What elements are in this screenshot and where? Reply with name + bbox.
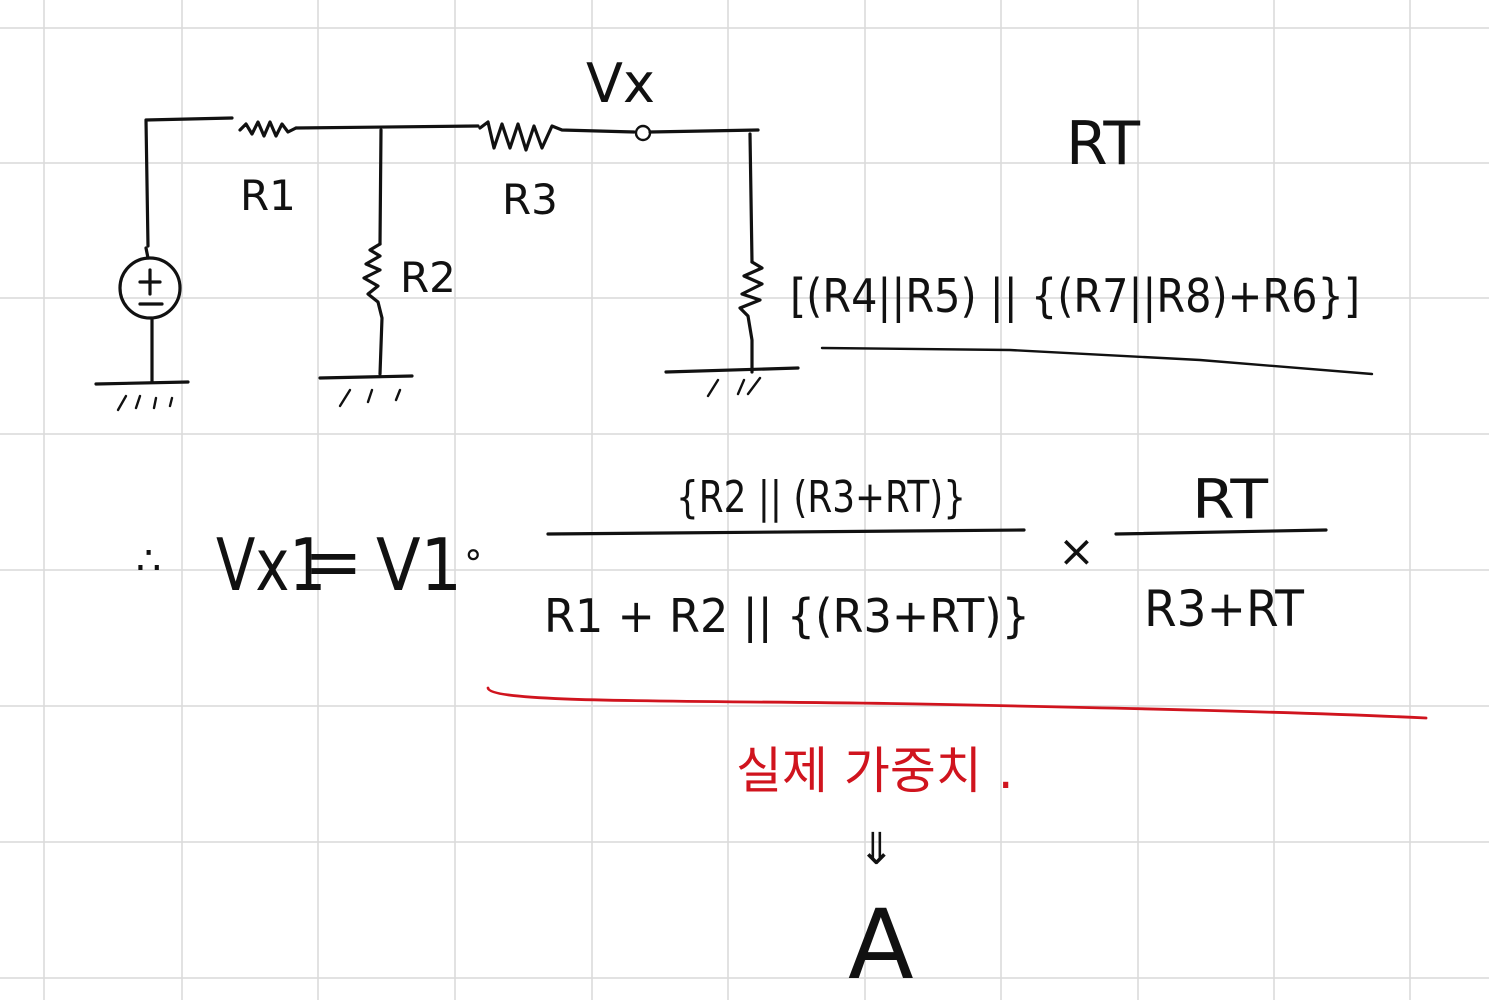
fraction2-numerator: RT xyxy=(1192,468,1269,531)
resistor-rt-symbol xyxy=(738,260,764,374)
voltage-source-symbol xyxy=(118,256,182,320)
node-vx-label: Vx xyxy=(586,52,655,115)
source-lead-top xyxy=(144,246,150,260)
equation-source-v1: V1 xyxy=(376,523,462,607)
fraction1-numerator: {R2 || (R3+RT)} xyxy=(676,472,966,523)
resistor-r3-symbol xyxy=(478,120,636,152)
resistor-r2-symbol xyxy=(362,242,384,376)
node-vx-terminal xyxy=(634,124,652,142)
resistor-r1-label: R1 xyxy=(240,171,296,220)
source-left-wire xyxy=(144,116,234,248)
equivalent-rt-expression: [(R4||R5) || {(R7||R8)+R6}] xyxy=(790,269,1360,324)
fraction2-bar xyxy=(1114,528,1328,536)
result-a: A xyxy=(848,889,914,1000)
resistor-r1-symbol xyxy=(238,120,298,138)
weight-label: 실제 가중치 . xyxy=(736,742,1014,800)
voltage-divider-equation: ∴ Vx1 = V1 ∘ {R2 || (R3+RT)} R1 + R2 || … xyxy=(136,468,1328,644)
expression-underline xyxy=(820,346,1374,376)
fraction1-bar xyxy=(546,528,1026,536)
equation-dot: ∘ xyxy=(462,534,485,575)
therefore-symbol: ∴ xyxy=(136,538,161,584)
top-wire-right xyxy=(648,128,760,134)
top-wire-middle xyxy=(294,124,480,130)
result: ⇓ A xyxy=(848,824,914,1000)
equation-equals: = xyxy=(304,521,363,603)
resistor-r3-label: R3 xyxy=(502,175,558,224)
fraction2-denominator: R3+RT xyxy=(1144,580,1304,638)
implies-arrow: ⇓ xyxy=(858,824,895,875)
circuit-diagram: Vx R1 R3 R2 RT [(R4||R5) || {(R7||R8)+R6… xyxy=(94,52,1374,412)
ground-symbol-source xyxy=(94,380,190,412)
fraction1-denominator: R1 + R2 || {(R3+RT)} xyxy=(544,589,1030,644)
ground-symbol-r2 xyxy=(318,374,414,408)
ground-symbol-rt xyxy=(664,366,800,398)
right-branch-wire xyxy=(748,132,754,264)
equation-lhs-vx1: Vx1 xyxy=(216,523,326,607)
weight-annotation: 실제 가중치 . xyxy=(486,686,1428,800)
times-symbol: × xyxy=(1058,526,1095,577)
equivalent-rt-label: RT xyxy=(1066,109,1140,179)
resistor-r2-label: R2 xyxy=(400,253,456,302)
weight-underline xyxy=(486,686,1428,720)
r2-branch-wire-top xyxy=(378,128,383,246)
